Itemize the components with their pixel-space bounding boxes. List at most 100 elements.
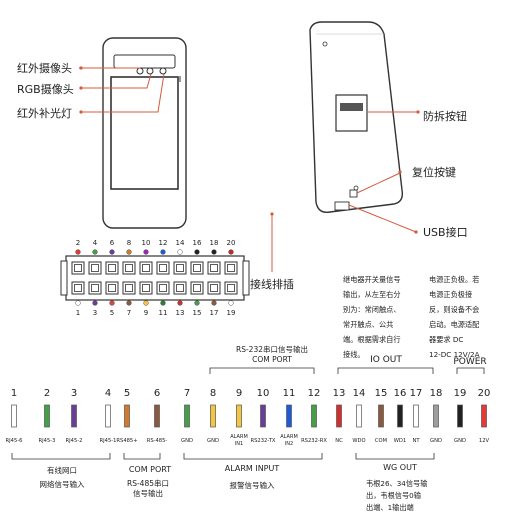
rs485-desc-2: 信号输出 — [133, 488, 163, 498]
pin-number: 6 — [154, 388, 160, 399]
connector-top-number: 10 — [142, 239, 151, 247]
pin-number: 1 — [11, 388, 17, 399]
connector-bottom-number: 15 — [193, 309, 202, 317]
pin-wire — [236, 404, 242, 428]
alarm-input-desc: 报警信号输入 — [230, 480, 275, 490]
pin-label: GND — [454, 438, 466, 444]
connector-bottom-number: 19 — [227, 309, 236, 317]
pin-number: 18 — [430, 388, 443, 399]
connector-bottom-dot — [92, 300, 98, 306]
pin-number: 17 — [410, 388, 423, 399]
connector-top-dot — [211, 249, 217, 255]
pin-number: 15 — [375, 388, 388, 399]
note-line: 12-DC 12V/2A — [429, 350, 480, 359]
pin-number: 5 — [124, 388, 130, 399]
note-line: 输出，从左至右分 — [343, 290, 401, 299]
usb-port-label: USB接口 — [423, 226, 468, 239]
pin-wire — [413, 404, 419, 428]
connector-top-dot — [92, 249, 98, 255]
rgb-camera-label: RGB摄像头 — [17, 82, 74, 96]
pin-wire — [336, 404, 342, 428]
connector-top-number: 2 — [76, 239, 80, 247]
io-out-label: IO OUT — [370, 355, 402, 365]
rs232-title: RS-232串口信号输出 — [236, 344, 308, 354]
pin-wire — [124, 404, 130, 428]
connector-bottom-dot — [160, 300, 166, 306]
pin-wire — [44, 404, 50, 428]
note-line: 别为：常闭触点、 — [343, 305, 401, 314]
pin-wire — [105, 404, 111, 428]
wiring-terminal-label: 接线排插 — [250, 277, 294, 291]
connector-bottom-dot — [126, 300, 132, 306]
tamper-button-label: 防拆按钮 — [423, 109, 467, 123]
reset-hole — [349, 189, 358, 198]
connector-bottom-dot — [143, 300, 149, 306]
ir-fill-light-label: 红外补光灯 — [17, 106, 72, 120]
pin-wire — [71, 404, 77, 428]
pin-number: 16 — [394, 388, 407, 399]
connector-bottom-number: 17 — [210, 309, 219, 317]
pin-wire — [433, 404, 439, 428]
connector-bottom-number: 5 — [110, 309, 114, 317]
note-line: 韦根26、34信号输 — [366, 479, 427, 488]
pin-label: RJ45-2 — [66, 438, 83, 444]
pin-label: RS232-RX — [301, 438, 327, 444]
pin-label: WDO — [352, 438, 365, 444]
note-line: 反，则设备不会 — [429, 305, 479, 314]
connector-top-dot — [194, 249, 200, 255]
rs232-subtitle: COM PORT — [252, 355, 292, 364]
ir-camera-label: 红外摄像头 — [17, 61, 72, 75]
pin-label: WD1 — [394, 438, 406, 444]
tamper-plate — [335, 94, 368, 132]
device-front — [102, 37, 187, 229]
pin-number: 4 — [105, 388, 111, 399]
connector-bottom-number: 3 — [93, 309, 97, 317]
pin-label: NC — [335, 438, 343, 444]
note-line: 出，韦根信号0输 — [366, 491, 421, 500]
connector-bottom-number: 11 — [159, 309, 168, 317]
pin-label: 12V — [479, 438, 490, 444]
front-labels: 红外摄像头 RGB摄像头 红外补光灯 — [17, 61, 165, 120]
network-group-label: 有线网口 — [47, 465, 77, 475]
pin-number: 2 — [44, 388, 50, 399]
pin-label: ALARM — [280, 434, 298, 440]
connector-top-number: 20 — [227, 239, 236, 247]
ir-camera-lens — [136, 67, 144, 75]
usb-port-drawing — [334, 201, 350, 211]
pin-label: IN1 — [235, 441, 243, 447]
pin-number: 19 — [454, 388, 467, 399]
pin-number: 20 — [478, 388, 491, 399]
connector-bottom-number: 9 — [144, 309, 148, 317]
pin-wire — [184, 404, 190, 428]
connector-bottom-number: 13 — [176, 309, 185, 317]
pin-number: 12 — [308, 388, 321, 399]
connector-top-dot — [126, 249, 132, 255]
pin-number: 11 — [283, 388, 296, 399]
pin-label: IN2 — [285, 441, 293, 447]
connector-top-number: 16 — [193, 239, 202, 247]
pin-number: 10 — [257, 388, 270, 399]
connector-top-number: 12 — [159, 239, 168, 247]
pin-label: RJ45-6 — [6, 438, 23, 444]
note-line: 出端、1输出端 — [366, 503, 414, 512]
rs485-desc-1: RS-485串口 — [127, 479, 169, 488]
pin-label: RJ45-1 — [100, 438, 117, 444]
note-line: 器要求 DC — [429, 335, 463, 344]
note-line: 电源正负极接 — [429, 290, 472, 299]
pin-label: RS232-TX — [251, 438, 276, 444]
note-line: 端。根据需求自行 — [343, 335, 401, 344]
relay-note: 继电器开关量信号输出，从左至右分别为：常闭触点、常开触点、公共端。根据需求自行接… — [343, 275, 401, 359]
connector-top-number: 8 — [127, 239, 131, 247]
connector-top-dot — [228, 249, 234, 255]
rgb-camera-lens — [146, 67, 154, 75]
connector-bottom-dot — [211, 300, 217, 306]
pin-wire — [457, 404, 463, 428]
connector-bottom-dot — [75, 300, 81, 306]
connector-bottom-dot — [177, 300, 183, 306]
pin-wire — [311, 404, 317, 428]
pin-number: 13 — [333, 388, 346, 399]
connector-bottom-number: 7 — [127, 309, 131, 317]
